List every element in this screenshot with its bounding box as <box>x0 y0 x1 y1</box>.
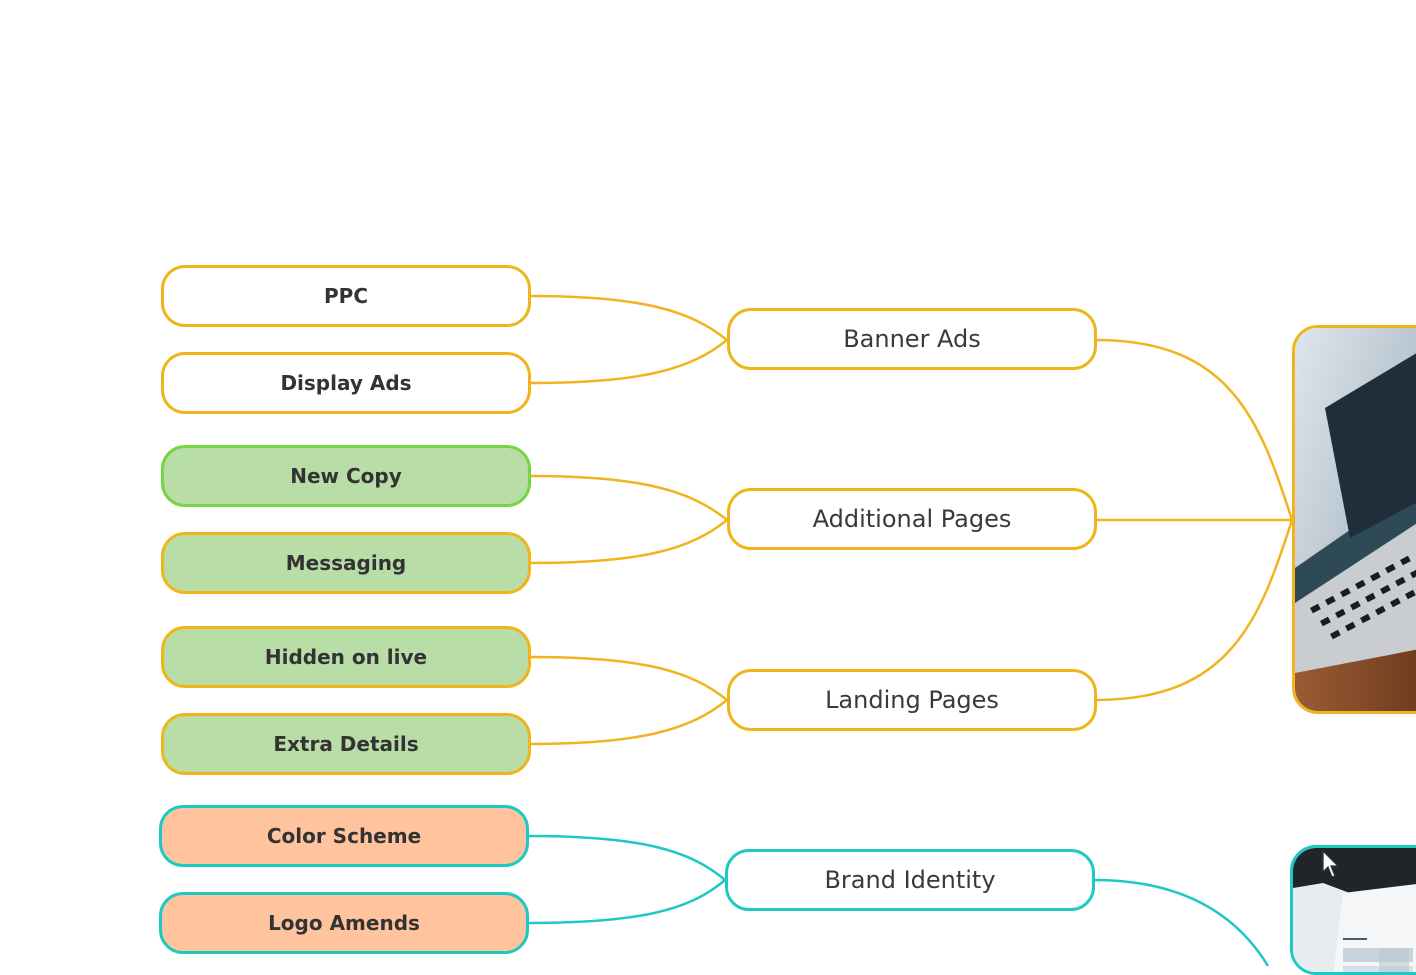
laptop-photo-node[interactable] <box>1292 325 1416 714</box>
node-messaging[interactable]: Messaging <box>161 532 531 594</box>
link-hidden-on-live-landing-pages <box>529 655 728 701</box>
node-ppc[interactable]: PPC <box>161 265 531 327</box>
mouse-cursor-icon <box>1322 850 1340 878</box>
laptop-screen-photo <box>1293 848 1416 972</box>
node-hidden-on-live[interactable]: Hidden on live <box>161 626 531 688</box>
laptop-photo <box>1295 328 1416 711</box>
node-color-scheme[interactable]: Color Scheme <box>159 805 529 867</box>
link-display-ads-banner-ads <box>529 339 728 385</box>
link-logo-amends-brand-identity <box>527 879 726 925</box>
link-new-copy-additional-pages <box>529 474 728 521</box>
link-messaging-additional-pages <box>529 519 728 565</box>
node-logo-amends[interactable]: Logo Amends <box>159 892 529 954</box>
node-brand-identity[interactable]: Brand Identity <box>725 849 1095 911</box>
node-landing-pages[interactable]: Landing Pages <box>727 669 1097 731</box>
node-extra-details[interactable]: Extra Details <box>161 713 531 775</box>
node-banner-ads[interactable]: Banner Ads <box>727 308 1097 370</box>
link-landing-pages-image <box>1095 519 1294 702</box>
laptop-screen-photo-node[interactable] <box>1290 845 1416 975</box>
link-ppc-banner-ads <box>529 294 728 341</box>
node-new-copy[interactable]: New Copy <box>161 445 531 507</box>
node-additional-pages[interactable]: Additional Pages <box>727 488 1097 550</box>
link-banner-ads-image <box>1095 338 1294 521</box>
link-color-scheme-brand-identity <box>527 834 726 881</box>
node-display-ads[interactable]: Display Ads <box>161 352 531 414</box>
link-extra-details-landing-pages <box>529 699 728 746</box>
link-brand-identity-image <box>1093 878 1270 966</box>
